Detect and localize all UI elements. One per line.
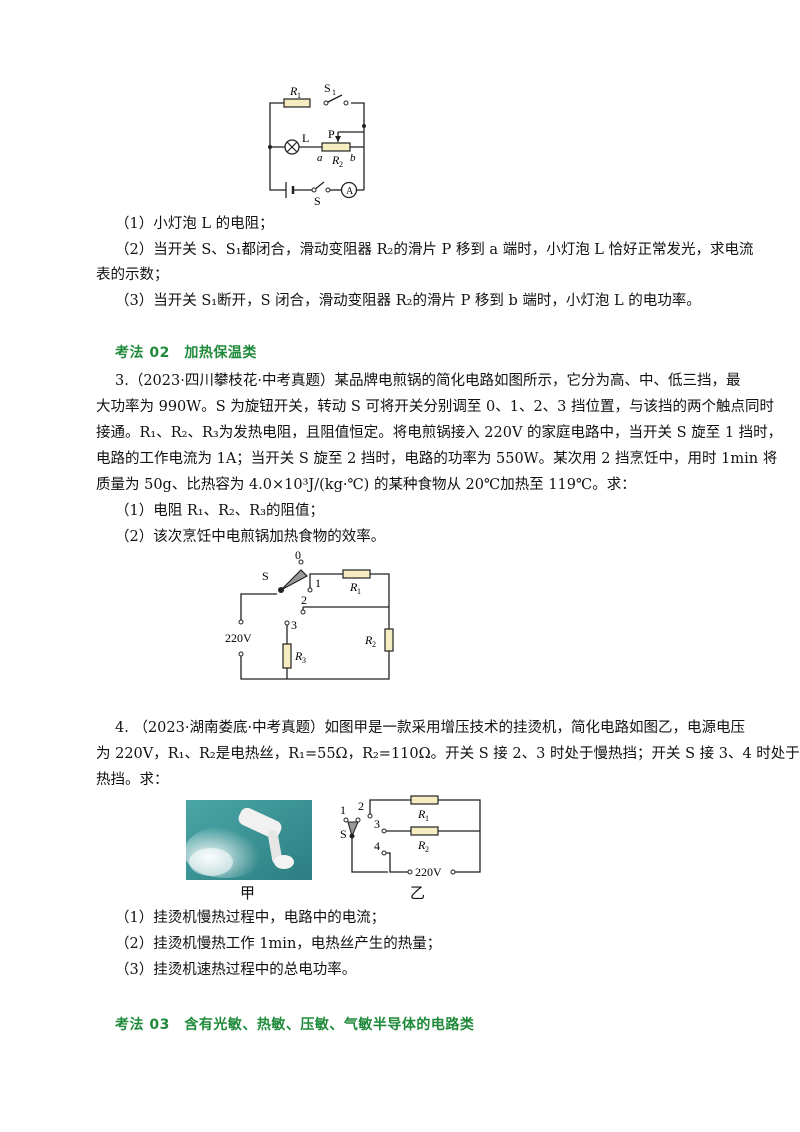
svg-text:R: R bbox=[417, 838, 426, 852]
resistor-r1 bbox=[410, 795, 439, 805]
p4-question-1: （1）挂烫机慢热过程中，电路中的电流； bbox=[115, 910, 386, 926]
svg-text:1: 1 bbox=[332, 88, 336, 97]
resistor-r2 bbox=[384, 628, 394, 652]
svg-text:1: 1 bbox=[340, 803, 346, 817]
svg-text:a: a bbox=[317, 152, 323, 164]
svg-text:2: 2 bbox=[301, 593, 307, 607]
svg-text:3: 3 bbox=[374, 817, 380, 831]
rheostat-r2 bbox=[321, 142, 351, 152]
svg-text:R: R bbox=[294, 649, 303, 663]
svg-text:2: 2 bbox=[339, 160, 343, 169]
svg-text:4: 4 bbox=[374, 839, 380, 853]
p3-question-2: （2）该次烹饪中电煎锅加热食物的效率。 bbox=[115, 529, 386, 545]
selector-switch-icon bbox=[347, 821, 359, 838]
p4-question-2: （2）挂烫机慢热工作 1min，电热丝产生的热量； bbox=[115, 936, 442, 952]
p4-line-2: 为 220V，R₁、R₂是电热丝，R₁=55Ω，R₂=110Ω。开关 S 接 2… bbox=[96, 746, 800, 762]
circuit-diagram-4: 1 2 3 S 4 R 1 R 2 220V bbox=[340, 795, 481, 879]
svg-text:R: R bbox=[331, 153, 340, 167]
svg-text:S: S bbox=[262, 569, 269, 583]
svg-text:1: 1 bbox=[425, 814, 429, 823]
circuit-diagram-3: 0 S 1 2 3 220V R 1 R 2 R 3 bbox=[225, 548, 394, 680]
circuit-diagram-1: A R 1 S 1 L P a R 2 b S bbox=[268, 81, 366, 208]
resistor-r3 bbox=[282, 643, 292, 669]
p2-question-1: （1）小灯泡 L 的电阻； bbox=[115, 216, 274, 232]
section-heading-02: 考法 02 加热保温类 bbox=[115, 345, 257, 361]
svg-text:R: R bbox=[349, 580, 358, 594]
svg-text:220V: 220V bbox=[415, 865, 442, 879]
svg-text:2: 2 bbox=[358, 799, 364, 813]
svg-text:A: A bbox=[346, 186, 354, 197]
svg-text:P: P bbox=[328, 127, 335, 141]
svg-text:1: 1 bbox=[357, 587, 361, 596]
p3-line-3: 接通。R₁、R₂、R₃为发热电阻，且阻值恒定。将电煎锅接入 220V 的家庭电路… bbox=[96, 425, 783, 441]
resistor-r2 bbox=[410, 826, 439, 836]
svg-text:S: S bbox=[314, 194, 321, 208]
p3-line-2: 大功率为 990W。S 为旋钮开关，转动 S 可将开关分别调至 0、1、2、3 … bbox=[96, 399, 774, 415]
garment-steamer-photo bbox=[186, 800, 312, 880]
svg-text:2: 2 bbox=[372, 640, 376, 649]
p3-line-4: 电路的工作电流为 1A；当开关 S 旋至 2 挡时，电路的功率为 550W。某次… bbox=[96, 451, 778, 467]
caption-yi: 乙 bbox=[410, 884, 426, 902]
p4-question-3: （3）挂烫机速热过程中的总电功率。 bbox=[115, 962, 357, 978]
svg-text:S: S bbox=[324, 81, 331, 95]
rotary-switch-icon bbox=[280, 569, 308, 591]
resistor-r1 bbox=[342, 569, 371, 579]
resistor-r1 bbox=[283, 98, 311, 108]
caption-jia: 甲 bbox=[240, 884, 256, 902]
section-heading-03: 考法 03 含有光敏、热敏、压敏、气敏半导体的电路类 bbox=[115, 1017, 475, 1033]
svg-text:1: 1 bbox=[315, 576, 321, 590]
svg-text:L: L bbox=[302, 131, 309, 145]
p2-question-2-cont: 表的示数； bbox=[96, 267, 169, 283]
svg-text:R: R bbox=[417, 807, 426, 821]
p3-line-1: 3.（2023·四川攀枝花·中考真题）某品牌电煎锅的简化电路如图所示，它分为高、… bbox=[115, 373, 741, 389]
p4-line-1: 4. （2023·湖南娄底·中考真题）如图甲是一款采用增压技术的挂烫机，简化电路… bbox=[115, 720, 746, 736]
ammeter-icon bbox=[340, 181, 358, 199]
svg-text:1: 1 bbox=[297, 91, 301, 100]
svg-text:S: S bbox=[340, 827, 347, 841]
p3-question-1: （1）电阻 R₁、R₂、R₃的阻值； bbox=[115, 503, 325, 519]
svg-text:R: R bbox=[289, 84, 298, 98]
p2-question-3: （3）当开关 S₁断开，S 闭合，滑动变阻器 R₂的滑片 P 移到 b 端时，小… bbox=[115, 293, 701, 309]
p2-question-2: （2）当开关 S、S₁都闭合，滑动变阻器 R₂的滑片 P 移到 a 端时，小灯泡… bbox=[115, 242, 754, 258]
svg-text:R: R bbox=[364, 633, 373, 647]
svg-text:0: 0 bbox=[295, 548, 301, 562]
svg-text:3: 3 bbox=[291, 618, 297, 632]
svg-text:b: b bbox=[350, 152, 356, 164]
p3-line-5: 质量为 50g、比热容为 4.0×10³J/(kg·℃) 的某种食物从 20℃加… bbox=[96, 477, 636, 493]
p4-line-3: 热挡。求： bbox=[96, 772, 169, 788]
svg-text:220V: 220V bbox=[225, 631, 252, 645]
svg-text:2: 2 bbox=[425, 845, 429, 854]
svg-text:3: 3 bbox=[302, 656, 306, 665]
